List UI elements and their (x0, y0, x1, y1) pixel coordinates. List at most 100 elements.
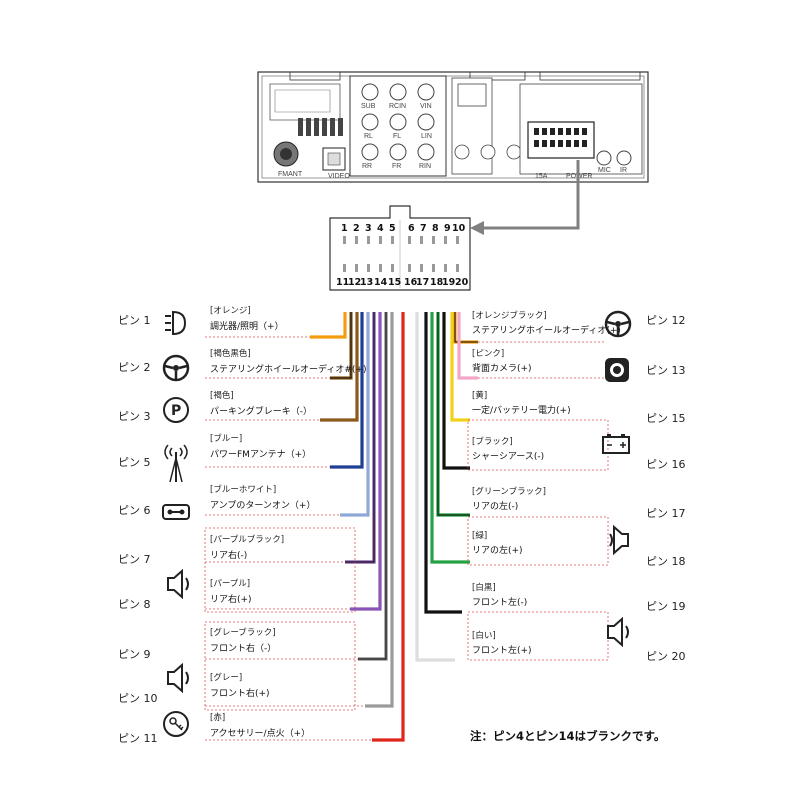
head-unit-rear-panel: FMANT VIDEO SUB RCIN VIN RL FL LIN RR FR… (257, 71, 649, 183)
connector-pin-number: 12 (348, 277, 361, 288)
connector-pin-number: 3 (365, 223, 372, 234)
wire-function-label: アクセサリー/点火（+） (210, 728, 310, 739)
headlight-icon (165, 310, 187, 336)
wire-function-label: アンプのターンオン（+） (210, 500, 315, 511)
connector-pin-number: 4 (377, 223, 384, 234)
wire-function-label: ステアリングホイールオーディオ#(+) (210, 363, 366, 375)
wire-color-label: [オレンジ] (210, 306, 251, 316)
speaker-icon (167, 568, 189, 600)
camera-icon (605, 358, 629, 382)
speaker-icon (607, 616, 629, 648)
wire-color-label: [赤] (210, 713, 225, 723)
wire-stripe (345, 312, 375, 563)
mic-port (596, 150, 612, 166)
wires (310, 312, 478, 742)
wire-color-label: [パープル] (210, 579, 250, 589)
wire (430, 312, 470, 564)
connector-pin-number: 11 (336, 277, 349, 288)
ir-label: IR (620, 167, 627, 174)
wire-function-label: フロント左(+) (472, 644, 532, 656)
wire-stripe (330, 312, 352, 379)
wire-function-label: 背面カメラ(+) (472, 362, 532, 374)
rca-ports (361, 83, 435, 161)
wire-function-label: リア右(+) (210, 593, 252, 605)
pin-number-label: ピン 18 (646, 555, 686, 568)
pin-number-label: ピン 9 (118, 648, 151, 661)
connector-pin-number: 2 (353, 223, 360, 234)
wire (350, 312, 382, 611)
wire-color-label: [ブルーホワイト] (210, 484, 276, 495)
port-label-rr: RR (362, 163, 372, 170)
wire (450, 312, 470, 422)
connector-pin-number: 14 (374, 277, 388, 288)
pin-number-label: ピン 15 (646, 412, 686, 425)
wire-function-label: パーキングブレーキ（-） (210, 405, 312, 417)
connector-pin-number: 20 (455, 277, 469, 288)
pin-number-label: ピン 10 (118, 692, 158, 705)
wire-color-label: [褐色黒色] (210, 348, 251, 359)
mic-label: MIC (598, 167, 611, 174)
ignition-key-icon (163, 711, 189, 737)
left-pin-labels: ピン 1[オレンジ]調光器/照明（+）ピン 2[褐色黒色]ステアリングホイールオ… (118, 306, 372, 745)
wire (345, 312, 376, 564)
wire (340, 312, 370, 517)
wire-color-label: [ブラック] (472, 436, 513, 447)
battery-icon (602, 434, 630, 454)
pin-number-label: ピン 20 (646, 650, 686, 663)
connector-pin-number: 15 (388, 277, 401, 288)
parking-brake-icon: P (163, 397, 189, 423)
port-label-vin: VIN (420, 103, 432, 110)
wire-function-label: フロント右（-） (210, 642, 276, 654)
wire-color-label: [ピンク] (472, 349, 504, 359)
wire-color-label: [グレー] (210, 672, 242, 683)
front-right-group-box (204, 621, 356, 711)
connector-pin-number: 10 (452, 223, 466, 234)
wire-stripe (454, 312, 478, 343)
svg-text:P: P (171, 403, 181, 419)
pin-number-label: ピン 19 (646, 600, 686, 613)
pin-number-label: ピン 8 (118, 598, 151, 611)
ir-port (616, 150, 632, 166)
connector-pin-number: 7 (420, 223, 427, 234)
wire-color-label: [白黒] (472, 582, 496, 593)
wire-function-label: リアの左(-) (472, 500, 518, 512)
wire-function-label: フロント右(+) (210, 687, 270, 699)
port-label-rin: RIN (419, 163, 431, 170)
pin-number-label: ピン 1 (118, 314, 151, 327)
connector-pin-number: 13 (360, 277, 373, 288)
wire-function-label: 一定/バッテリー電力(+) (472, 404, 571, 416)
right-pin-labels: ピン 12[オレンジブラック]ステアリングホイールオーディオ(+)ピン 13[ピ… (467, 310, 686, 663)
port-label-sub: SUB (361, 103, 376, 110)
pin-number-label: ピン 16 (646, 458, 686, 471)
speaker-icon (609, 524, 629, 556)
wire-color-label: [緑] (472, 530, 487, 541)
wire (457, 312, 478, 380)
connector-pin-number: 6 (408, 223, 415, 234)
wire-function-label: リア右(-) (210, 549, 247, 561)
port-label-fr: FR (392, 163, 401, 170)
rear-left-group-box (467, 516, 609, 566)
connector-pin-number: 1 (341, 223, 348, 234)
wire (442, 312, 470, 470)
rear-right-group-box (204, 527, 356, 613)
pin-number-label: ピン 13 (646, 364, 686, 377)
wire-function-label: シャーシアース(-) (472, 452, 544, 462)
pin-number-label: ピン 3 (118, 410, 151, 423)
wire (310, 312, 347, 339)
wire-color-label: [グレーブラック] (210, 627, 276, 638)
connector-pin-number: 19 (442, 277, 455, 288)
wire (330, 312, 364, 469)
wire (365, 312, 394, 708)
antenna-icon (164, 444, 188, 483)
port-label-fl: FL (393, 133, 401, 140)
pin-number-label: ピン 6 (118, 504, 151, 517)
connector-pin-number: 9 (444, 223, 451, 234)
wire (320, 312, 359, 422)
steering-wheel-icon (604, 310, 632, 338)
pin-number-label: ピン 2 (118, 361, 151, 374)
wire-function-label: フロント左(-) (472, 596, 527, 608)
wire-color-label: [パープルブラック] (210, 534, 284, 545)
wire (372, 312, 405, 742)
